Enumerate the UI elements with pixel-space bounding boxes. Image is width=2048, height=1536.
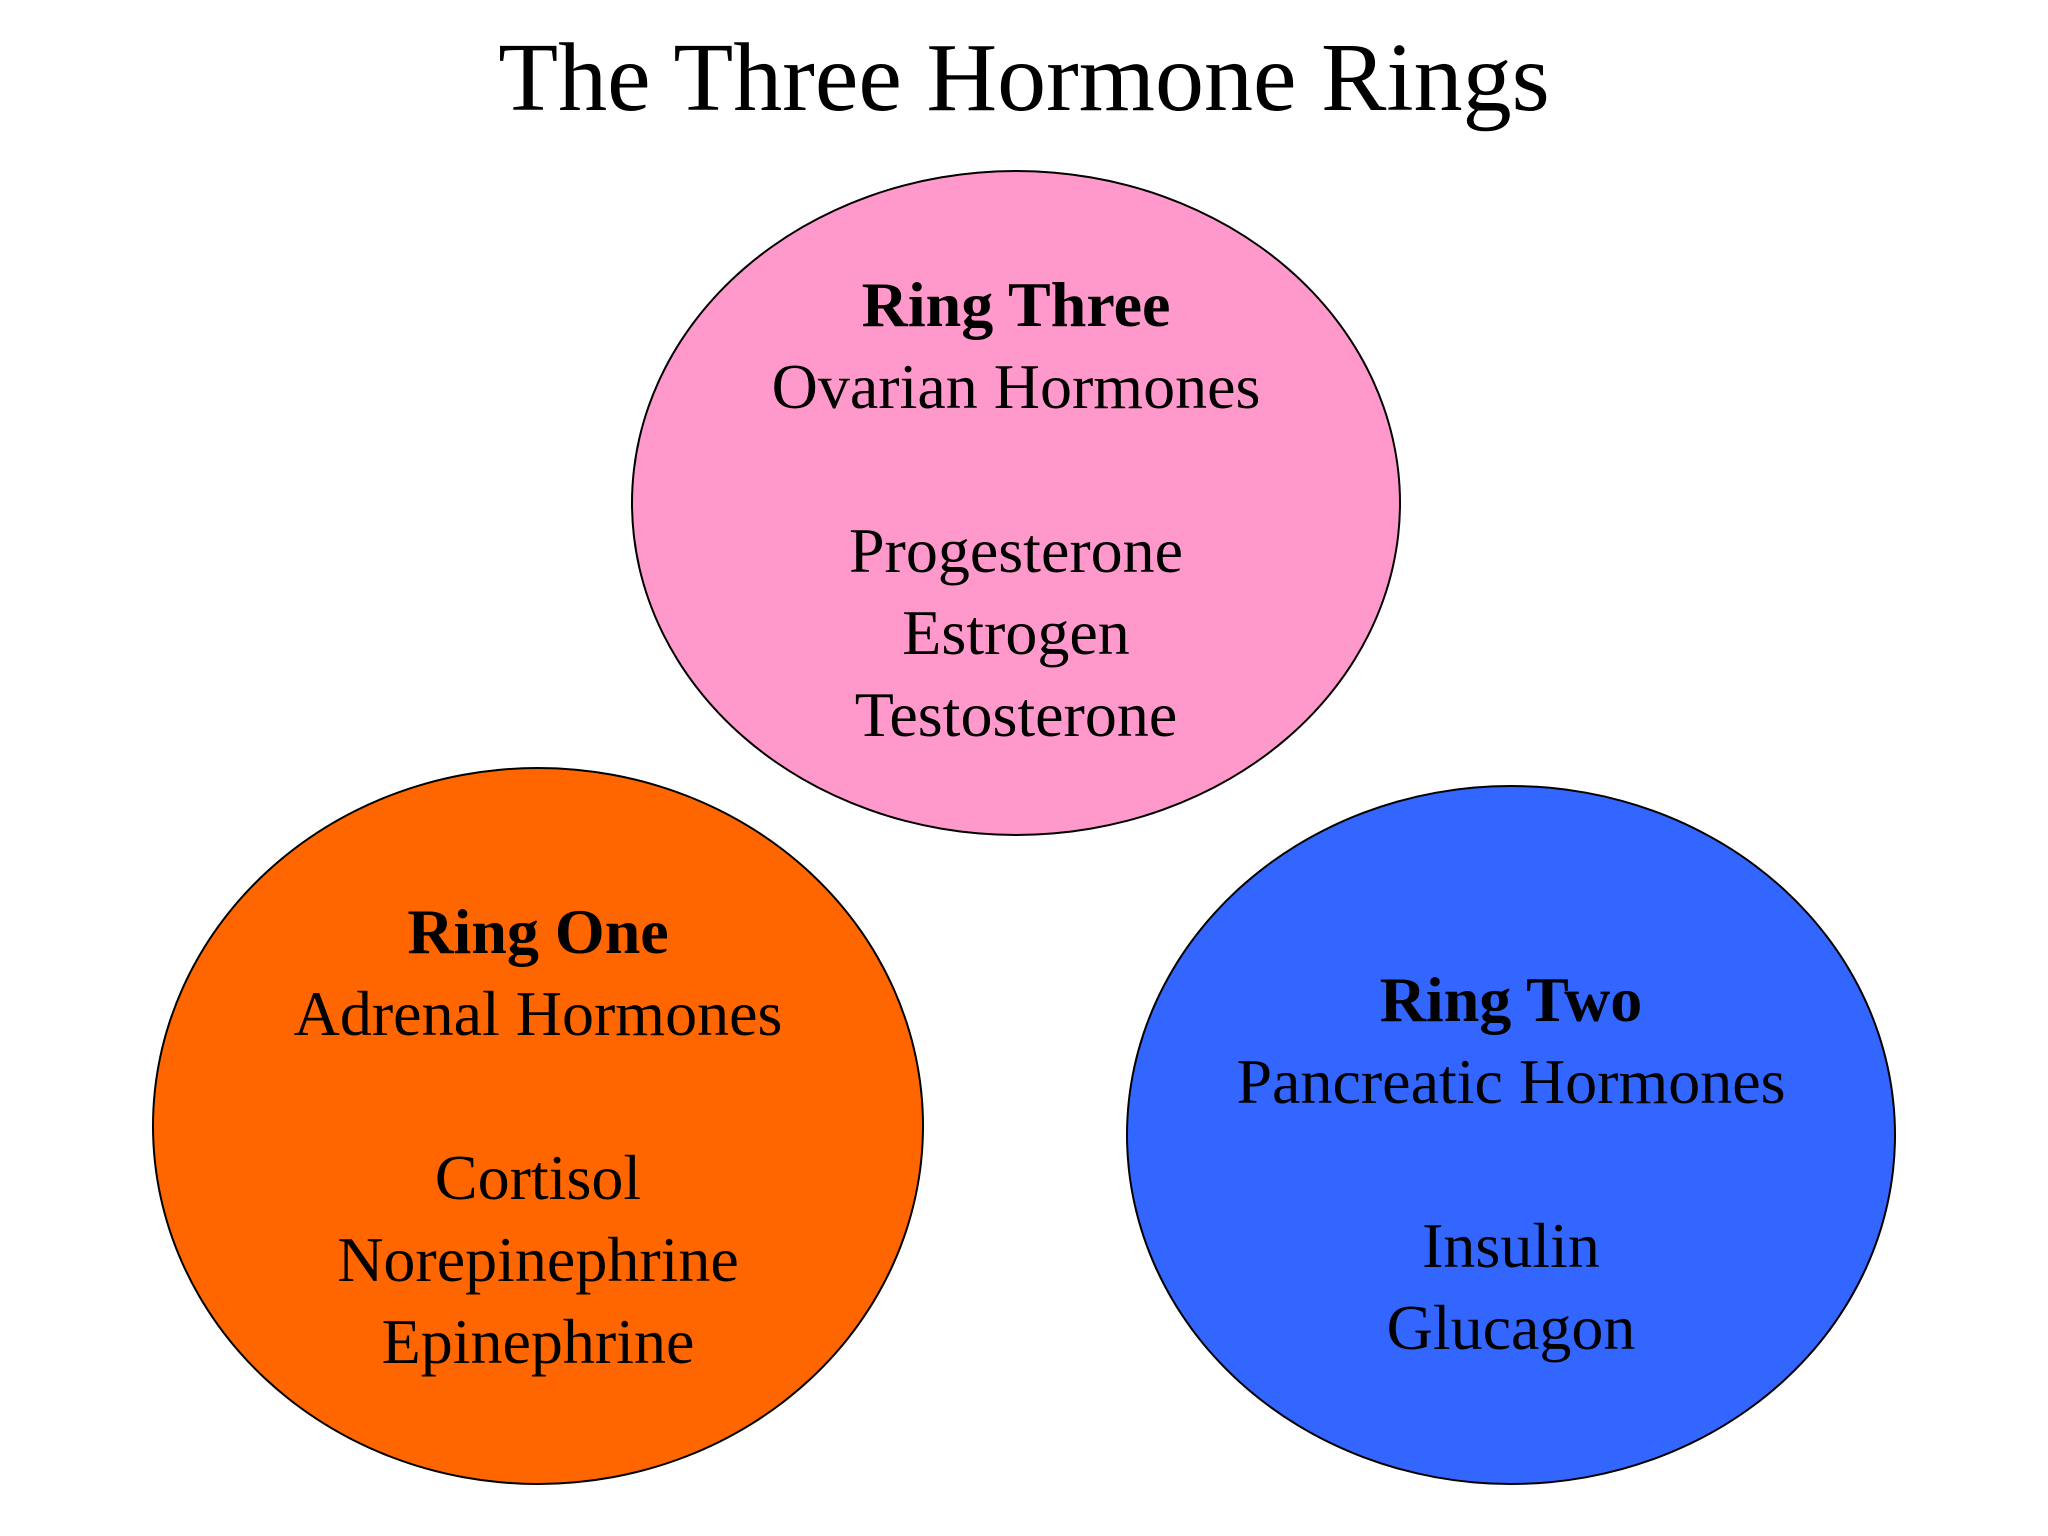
ring-two-circle: Ring Two Pancreatic Hormones Insulin Glu… [1126, 785, 1896, 1485]
ring-three-circle: Ring Three Ovarian Hormones Progesterone… [631, 170, 1401, 836]
hormone-item: Insulin [1422, 1210, 1600, 1281]
hormone-item: Epinephrine [381, 1306, 695, 1377]
hormone-item: Glucagon [1386, 1292, 1636, 1363]
diagram-title: The Three Hormone Rings [498, 24, 1550, 132]
hormone-item: Estrogen [902, 597, 1130, 668]
hormone-item: Cortisol [434, 1142, 642, 1213]
hormone-item: Progesterone [848, 515, 1184, 586]
hormone-item: Testosterone [854, 679, 1178, 750]
ring-name: Ring One [407, 896, 669, 967]
hormone-item: Norepinephrine [337, 1224, 739, 1295]
ring-name: Ring Three [861, 269, 1171, 340]
ring-group-label: Pancreatic Hormones [1236, 1046, 1786, 1117]
ring-group-label: Ovarian Hormones [771, 351, 1261, 422]
ring-group-label: Adrenal Hormones [293, 978, 783, 1049]
ring-one-circle: Ring One Adrenal Hormones Cortisol Norep… [152, 767, 924, 1485]
ring-name: Ring Two [1379, 964, 1643, 1035]
